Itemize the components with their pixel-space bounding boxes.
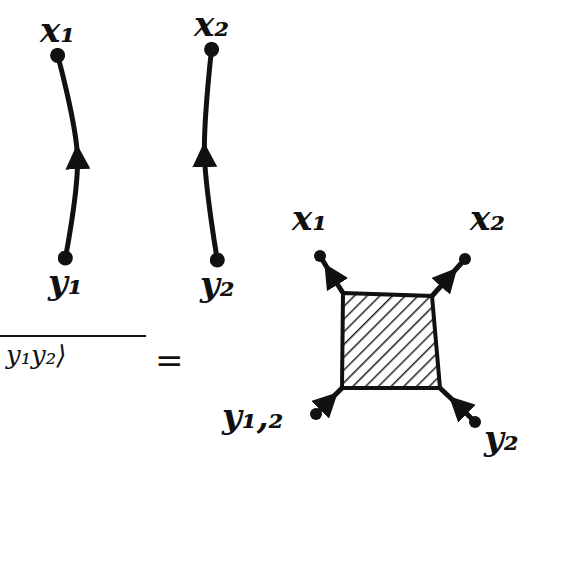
denominator-text: y₁y₂⟩: [6, 340, 66, 370]
leg-label: y₂: [484, 420, 519, 457]
leg-label: x₂: [470, 200, 505, 237]
endpoint-label: y₁: [44, 262, 87, 303]
leg-label: y₁,₂: [222, 398, 283, 435]
external-legs: [316, 256, 475, 422]
equals-sign: =: [155, 340, 184, 380]
point-name: y₁: [48, 264, 83, 301]
hatched-vertex: [342, 293, 440, 388]
point-name: x₁: [40, 12, 75, 49]
propagator-line: [204, 49, 217, 260]
point-name: x₂: [194, 6, 229, 43]
endpoint-label: x₂: [190, 4, 233, 45]
propagator-line: [58, 55, 78, 258]
endpoint-label: y₂: [196, 264, 239, 305]
leg-label: x₁: [292, 200, 327, 237]
point-name: y₂: [200, 266, 235, 303]
leg-endpoints: [310, 250, 481, 428]
endpoint-label: x₁: [36, 10, 79, 51]
fraction-bar: [0, 335, 146, 337]
